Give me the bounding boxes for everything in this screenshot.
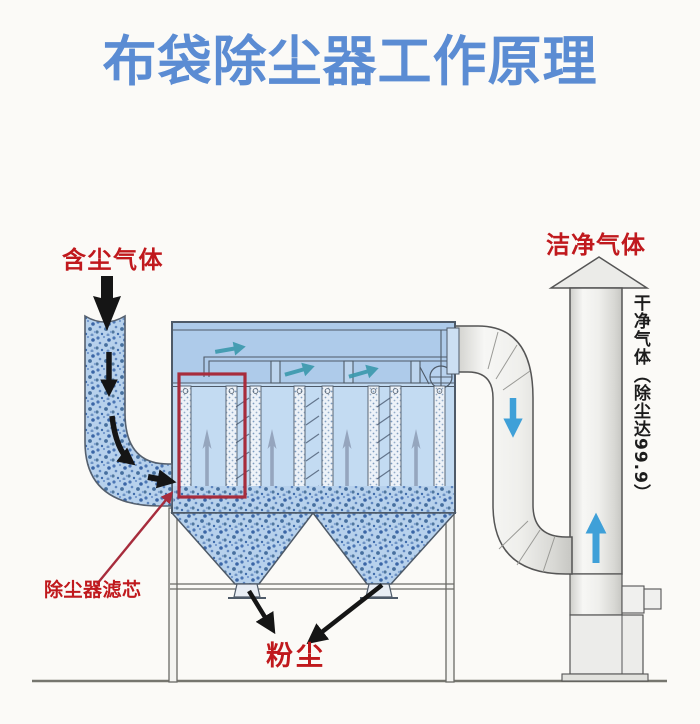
label-dusty-gas: 含尘气体 bbox=[62, 246, 164, 274]
hoppers bbox=[170, 512, 457, 599]
inlet-entry-arrow-icon bbox=[147, 469, 177, 489]
stack-base bbox=[561, 673, 649, 682]
dust-discharge-arrows bbox=[247, 583, 384, 645]
label-filter-element: 除尘器滤芯 bbox=[44, 579, 142, 601]
hopper-right bbox=[311, 512, 457, 585]
plenum-flow-arrow-icons bbox=[214, 341, 379, 379]
tube-sheet bbox=[172, 382, 455, 387]
hopper-left bbox=[170, 512, 315, 585]
filter-highlight-box bbox=[177, 372, 247, 499]
chimney-stack bbox=[548, 256, 662, 682]
stack-cap bbox=[548, 256, 650, 289]
page-title: 布袋除尘器工作原理 bbox=[102, 30, 598, 93]
outlet-duct bbox=[454, 325, 573, 575]
filter-annotation-arrow bbox=[96, 491, 174, 585]
chamber-up-arrow-icons bbox=[202, 429, 421, 488]
inlet-down-arrow-icon bbox=[93, 276, 121, 331]
duct-segment-lines bbox=[487, 331, 556, 573]
label-clean-gas-note: 干净气体（除尘达99.9） bbox=[629, 294, 650, 502]
dust-arrow-right-icon bbox=[306, 583, 384, 645]
label-clean-gas: 洁净气体 bbox=[546, 231, 646, 259]
bag-mouths bbox=[182, 388, 443, 394]
dust-arrow-left-icon bbox=[247, 589, 276, 635]
fan-housing bbox=[569, 614, 644, 675]
outlet-flange bbox=[446, 327, 460, 375]
cage-ticks bbox=[235, 397, 391, 496]
dust-layer bbox=[173, 486, 454, 512]
inlet-flow-arrows bbox=[93, 276, 177, 489]
label-dust: 粉尘 bbox=[266, 641, 326, 672]
fan-motor bbox=[621, 585, 645, 614]
collector-body bbox=[171, 321, 460, 514]
